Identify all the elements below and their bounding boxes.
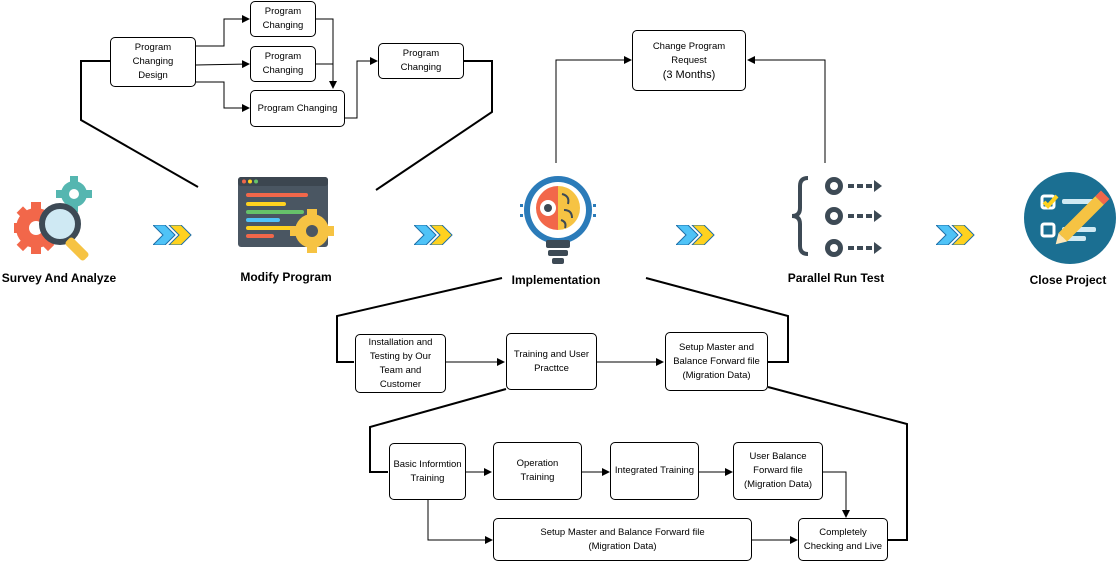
chevron-right-icon [414, 225, 453, 245]
setup-master-balance-box: Setup Master and Balance Forward file (M… [665, 332, 768, 391]
stage-label-parallel-run: Parallel Run Test [787, 271, 885, 285]
program-changing-box-1: Program Changing [250, 1, 316, 37]
program-changing-box-2: Program Changing [250, 46, 316, 82]
change-program-request-box: Change Program Request (3 Months) [632, 30, 746, 91]
training-callout-lines [369, 386, 908, 544]
stage-label-close: Close Project [1029, 273, 1107, 287]
parallel-process-icon [791, 176, 882, 257]
code-window-gear-icon [238, 177, 334, 253]
gears-magnifier-icon [14, 176, 92, 261]
stage-label-survey: Survey And Analyze [1, 271, 117, 285]
program-changing-final-box: Program Changing [378, 43, 464, 79]
stage-label-modify: Modify Program [240, 270, 332, 284]
stage-label-implementation: Implementation [511, 273, 601, 287]
modify-callout-lines [80, 15, 493, 191]
change-request-lines [555, 56, 826, 163]
completely-checking-live-box: Completely Checking and Live [798, 518, 888, 561]
lightbulb-brain-icon [520, 176, 596, 264]
user-balance-forward-box: User Balance Forward file (Migration Dat… [733, 442, 823, 500]
change-request-duration: (3 Months) [662, 68, 716, 81]
setup-master-balance-wide-box: Setup Master and Balance Forward file (M… [493, 518, 752, 561]
installation-testing-box: Installation and Testing by Our Team and… [355, 334, 446, 393]
training-user-practice-box: Training and User Practtce [506, 333, 597, 390]
checklist-pencil-icon [1024, 172, 1116, 264]
basic-information-training-box: Basic Informtion Training [389, 443, 466, 500]
program-changing-box-3: Program Changing [250, 90, 345, 127]
integrated-training-box: Integrated Training [610, 442, 699, 500]
implementation-callout-lines [336, 277, 789, 366]
chevron-right-icon [676, 225, 715, 245]
program-changing-design-box: Program Changing Design [110, 37, 196, 87]
change-request-title: Change Program Request [652, 40, 726, 66]
chevron-right-icon [153, 225, 192, 245]
operation-training-box: Operation Training [493, 442, 582, 500]
chevron-right-icon [936, 225, 975, 245]
